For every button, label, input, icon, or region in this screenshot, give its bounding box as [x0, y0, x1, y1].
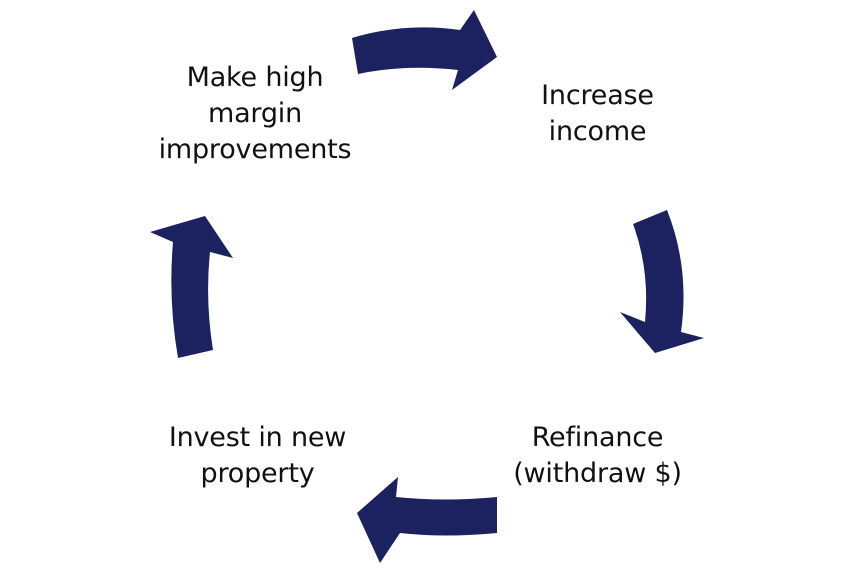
step-increase-income: Increase income — [541, 80, 654, 147]
step-refinance: Refinance (withdraw $) — [513, 422, 682, 489]
arrow-top — [352, 10, 497, 90]
arrow-left — [150, 216, 233, 358]
arrow-right — [620, 210, 704, 353]
step-make-high-margin-improvements: Make high margin improvements — [158, 62, 352, 165]
arrow-bottom — [357, 477, 497, 563]
step-invest-in-new-property: Invest in new property — [168, 422, 347, 489]
